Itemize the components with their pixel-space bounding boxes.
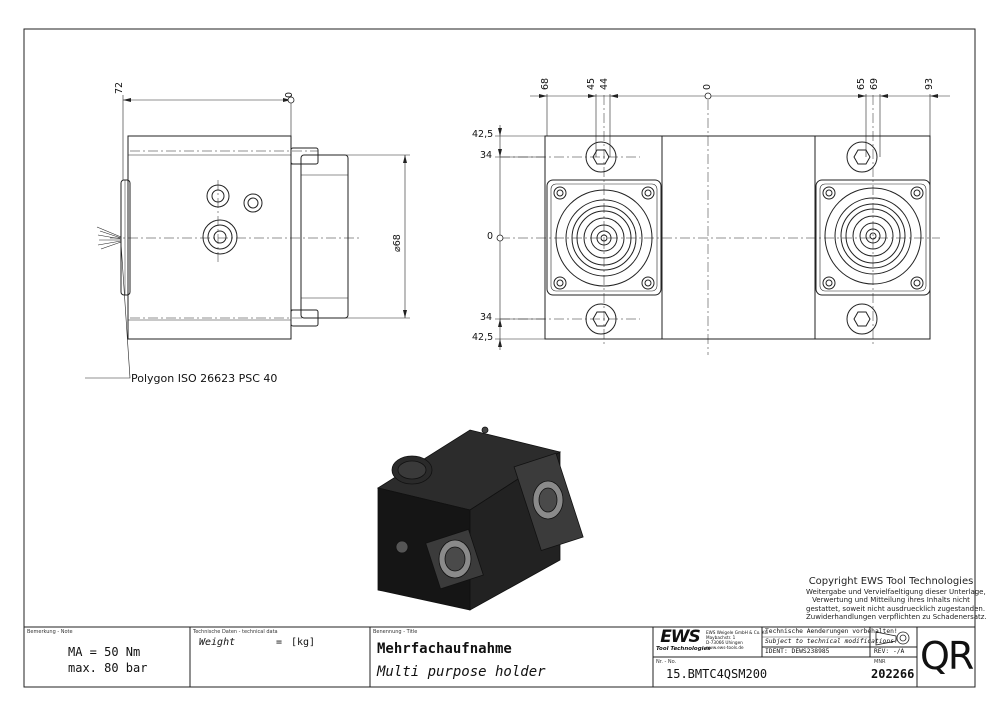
copyright-line: gestattet, soweit nicht ausdruecklich zu…: [806, 604, 986, 613]
mnr-label: MNR: [874, 659, 886, 665]
dim-0-side: 0: [284, 91, 295, 98]
copyright-notice: Copyright EWS Tool Technologies Weiterga…: [806, 576, 987, 622]
coolant-lines: [96, 226, 122, 250]
ews-logo: EWS Tool Technologies: [656, 627, 711, 653]
drawing-number: 15.BMTC4QSM200: [666, 667, 768, 681]
change-note-en: Subject to technical modifications!: [765, 638, 898, 645]
title-english: Multi purpose holder: [377, 664, 546, 680]
company-line: Maybachstr. 1: [706, 635, 736, 640]
dim-45: 45: [586, 77, 597, 90]
drawing-frame: [23, 28, 976, 688]
remark-line-1: MA = 50 Nm: [68, 645, 141, 659]
tech-data-label: Technische Daten - technical data: [193, 629, 278, 635]
title-block-frame: [24, 626, 975, 687]
company-line: www.ews-tools.de: [706, 645, 744, 650]
dim-42-5-top: 42,5: [472, 129, 494, 140]
copyright-heading: Copyright EWS Tool Technologies: [808, 576, 974, 587]
isometric-view: [376, 426, 584, 611]
front-view: [500, 95, 940, 355]
weight-eq: =: [276, 637, 283, 648]
side-flange: [120, 179, 131, 296]
remark-line-2: max. 80 bar: [68, 661, 148, 675]
dim-68: 68: [540, 77, 551, 90]
company-line: D-73066 Uhingen: [706, 640, 743, 645]
weight-label: Weight: [199, 637, 236, 648]
dim-44: 44: [599, 77, 610, 90]
qr-code-label: QR: [920, 634, 974, 678]
side-arrows: [123, 98, 407, 318]
copyright-line: Verwertung und Mitteilung ihres Inhalts …: [812, 596, 970, 605]
dim-72: 72: [114, 81, 125, 94]
change-note-de: Technische Aenderungen vorbehalten!: [765, 628, 898, 635]
dim-93: 93: [924, 77, 935, 90]
front-arrows: [498, 94, 938, 347]
revision: REV: -/A: [874, 648, 905, 655]
projection-symbol: [875, 631, 910, 646]
copyright-line: Weitergabe und Vervielfaeltigung dieser …: [806, 588, 986, 596]
company-line: EWS Weigele GmbH & Co. KG: [706, 630, 768, 635]
dim-69: 69: [869, 77, 880, 90]
front-dimension-lines: [495, 94, 950, 350]
origin-marker: [496, 234, 504, 242]
dim-0-left: 0: [487, 231, 494, 242]
weight-unit: [kg]: [291, 637, 316, 648]
company-address: EWS Weigele GmbH & Co. KG Maybachstr. 1 …: [706, 630, 768, 650]
dim-65: 65: [856, 77, 867, 90]
copyright-line: Zuwiderhandlungen verpflichten zu Schade…: [806, 613, 987, 622]
remark-label: Bemerkung - Note: [27, 629, 73, 635]
dim-0-front: 0: [702, 83, 713, 90]
polygon-callout: Polygon ISO 26623 PSC 40: [131, 372, 278, 385]
dim-34-bottom: 34: [480, 312, 493, 323]
logo-subtitle: Tool Technologies: [656, 646, 711, 652]
dim-34-top: 34: [480, 150, 493, 161]
dim-42-5-bottom: 42,5: [472, 332, 494, 343]
origin-marker: [287, 96, 295, 104]
side-view: [96, 135, 360, 340]
origin-marker: [704, 92, 712, 100]
ident-number: IDENT: DEWS238985: [765, 648, 830, 655]
logo-text: EWS: [660, 627, 701, 647]
side-body: [127, 135, 292, 340]
side-dimension-lines: [85, 95, 410, 379]
name-label: Benennung - Title: [373, 629, 418, 635]
mnr-number: 202266: [871, 667, 915, 681]
title-german: Mehrfachaufnahme: [377, 641, 512, 657]
dim-diameter: ⌀68: [392, 234, 403, 252]
number-label: Nr. - No.: [656, 659, 677, 665]
